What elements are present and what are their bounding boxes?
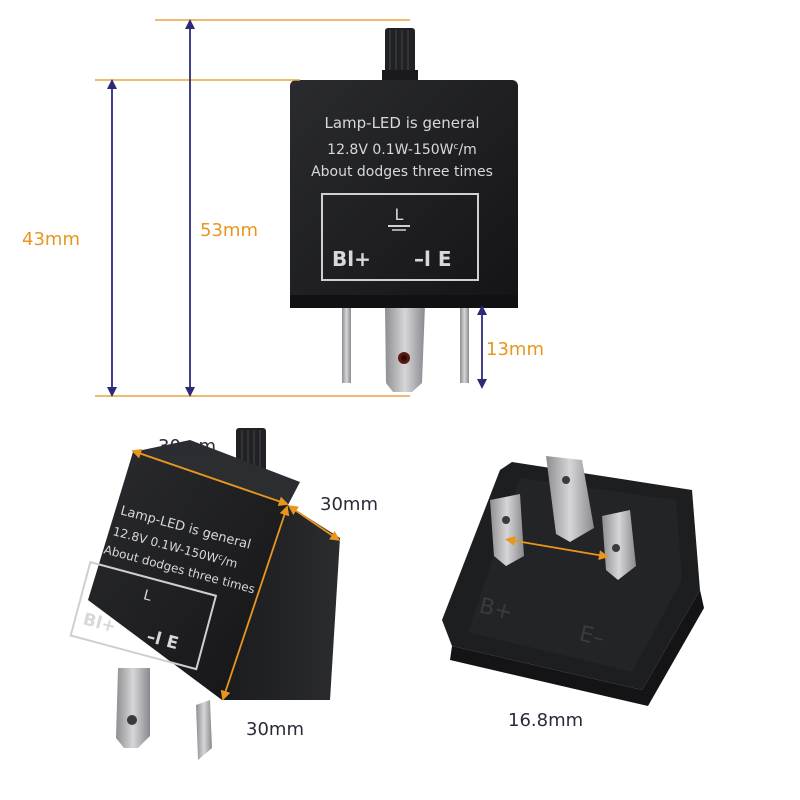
- svg-text:L: L: [142, 587, 154, 605]
- lamp-symbol: L: [395, 205, 404, 224]
- pin-spacing-arrow: [505, 535, 609, 561]
- bottom-label-right: E–: [577, 622, 607, 652]
- adjust-knob: [382, 28, 418, 82]
- print-line-3: About dodges three times: [311, 164, 493, 180]
- pin-length-label: 13mm: [486, 339, 544, 360]
- width-front-arrow: [131, 448, 289, 507]
- height-side-label: 30mm: [246, 719, 304, 740]
- top-pins: [342, 305, 469, 392]
- terminal-box: [321, 193, 479, 281]
- print-line-2: 12.8V 0.1W-150Wc/m: [327, 142, 477, 158]
- height-side-arrow: [220, 505, 290, 701]
- height-total-label: 53mm: [200, 220, 258, 241]
- height-body-label: 43mm: [22, 229, 80, 250]
- width-front-label: 30mm: [158, 436, 216, 457]
- depth-side-label: 30mm: [320, 494, 378, 515]
- terminal-label-left: Bl+: [332, 247, 371, 271]
- top-flasher-front-view: Lamp-LED is general 12.8V 0.1W-150Wc/m A…: [290, 28, 518, 392]
- right-flasher-underside-view: B+ E–: [442, 456, 704, 706]
- terminal-label-right: –l E: [414, 247, 451, 271]
- top-guide-lines: [95, 19, 410, 397]
- pin-spacing-label: 16.8mm: [508, 710, 584, 731]
- depth-side-arrow: [287, 505, 341, 541]
- print-line-1: Lamp-LED is general: [324, 114, 479, 132]
- left-flasher-perspective-view: [88, 428, 340, 760]
